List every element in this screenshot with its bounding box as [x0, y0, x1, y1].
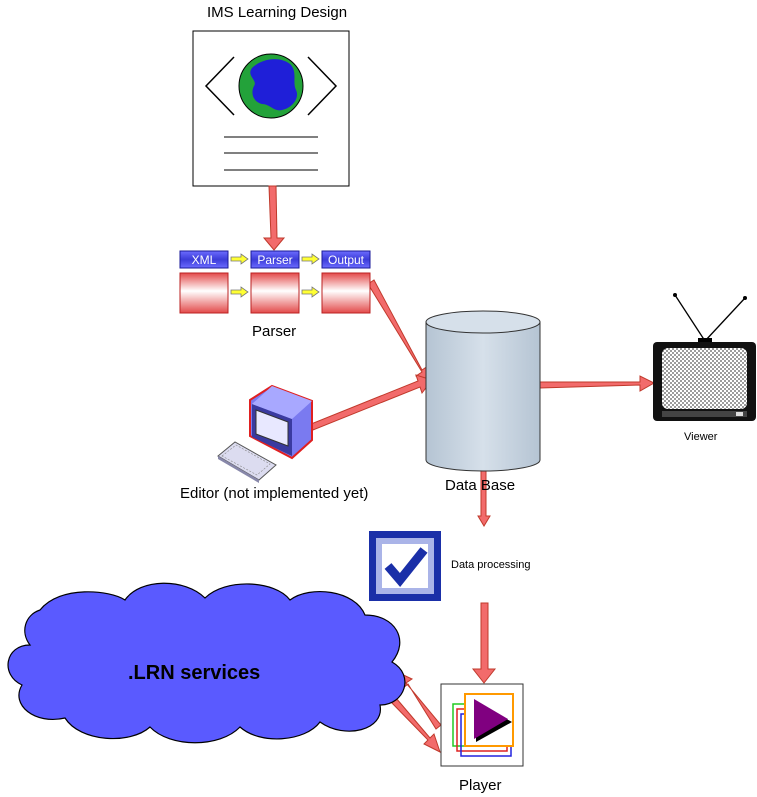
small-arrow-icon: [230, 253, 249, 265]
lrn-services-caption: .LRN services: [128, 662, 261, 684]
arrow-document-to-parser: [262, 185, 286, 251]
output-box: [321, 250, 371, 269]
keyboard-icon: [217, 441, 277, 483]
arrow-processing-to-player: [471, 602, 497, 684]
cloud-icon: [7, 582, 406, 744]
arrow-cloud-to-player: [390, 697, 441, 753]
output-label: Output: [328, 253, 365, 267]
document-globe-icon: [192, 30, 350, 187]
arrow-editor-to-database: [310, 374, 433, 431]
arrow-database-to-viewer: [539, 375, 656, 392]
tv-icon: [653, 293, 756, 421]
arrow-database-to-processing: [477, 469, 491, 527]
small-arrow-icon: [301, 253, 320, 265]
parser-box-label: Parser: [257, 253, 292, 267]
parser-stage-1: [179, 272, 229, 314]
xml-label: XML: [192, 253, 217, 267]
player-icon: [440, 683, 524, 767]
editor-caption: Editor (not implemented yet): [180, 485, 369, 502]
small-arrow-icon: [301, 286, 320, 298]
arrow-parser-to-database: [367, 279, 433, 388]
data-processing-caption: Data processing: [451, 559, 531, 571]
viewer-caption: Viewer: [684, 431, 718, 443]
checkbox-icon: [369, 531, 441, 601]
database-cylinder-icon: [425, 310, 541, 472]
ims-learning-design-title: IMS Learning Design: [207, 4, 348, 21]
player-caption: Player: [459, 777, 502, 794]
xml-box: [179, 250, 229, 269]
parser-stage-3: [321, 272, 371, 314]
parser-caption: Parser: [252, 323, 297, 340]
database-caption: Data Base: [445, 477, 516, 494]
monitor-icon: [249, 384, 313, 460]
parser-stage-2: [250, 272, 300, 314]
parser-box: [250, 250, 300, 269]
parser-module: XML Parser Output: [179, 250, 371, 314]
small-arrow-icon: [230, 286, 249, 298]
